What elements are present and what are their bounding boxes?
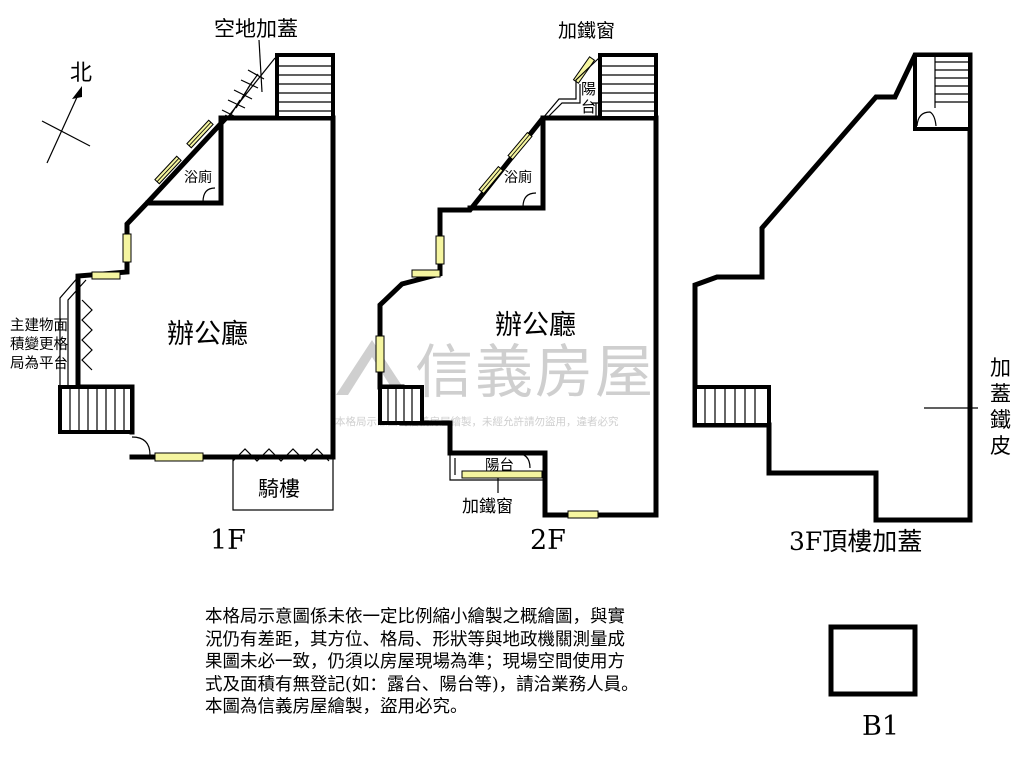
2f-windows	[375, 56, 599, 519]
floor-3f: 加 蓋 鐵 皮 3F頂樓加蓋	[692, 52, 1011, 556]
disclaimer-line: 況仍有差距，其方位、格局、形狀等與地政機關測量成	[205, 629, 625, 650]
2f-caption: 2F	[530, 525, 566, 556]
1f-side-annotation-line-1: 主建物面	[10, 317, 68, 334]
3f-annotation-char-1: 加	[990, 356, 1011, 380]
floor-1f: 辦公廳 浴廁 騎樓 空地加蓋 主建物面 積變更格 局為平台 1F	[10, 17, 336, 556]
2f-top-balcony	[542, 56, 601, 119]
2f-office-label: 辦公廳	[495, 310, 576, 341]
floor-b1: B1	[828, 624, 918, 742]
watermark-logo-icon	[336, 340, 408, 395]
2f-bottom-annotation: 加鐵窗	[462, 497, 513, 517]
1f-arcade-label: 騎樓	[258, 477, 300, 501]
1f-office-label: 辦公廳	[167, 319, 248, 350]
north-compass: 北	[41, 61, 92, 164]
1f-platform-railing	[59, 274, 93, 387]
1f-side-annotation-line-3: 局為平台	[10, 355, 68, 372]
b1-caption: B1	[862, 711, 899, 742]
1f-caption: 1F	[210, 525, 246, 556]
1f-side-annotation: 主建物面 積變更格 局為平台	[10, 317, 68, 372]
3f-annotation-char-2: 蓋	[990, 382, 1011, 406]
disclaimer-line: 本圖為信義房屋繪製，盜用必究。	[205, 697, 468, 717]
disclaimer-line: 果圖未必一致，仍須以房屋現場為準；現場空間使用方	[205, 652, 625, 672]
1f-door-arc	[131, 436, 151, 456]
2f-stairs	[378, 53, 658, 425]
north-arrow-icon	[72, 86, 82, 99]
2f-balcony-top-char-2: 台	[581, 98, 596, 116]
disclaimer-line: 本格局示意圖係未依一定比例縮小繪製之概繪圖，與實	[205, 607, 625, 627]
disclaimer-line: 式及面積有無登記(如：露台、陽台等)，請洽業務人員。	[205, 674, 639, 695]
compass-label: 北	[70, 61, 92, 86]
2f-bathroom-label: 浴廁	[504, 169, 532, 186]
floor-2f: 陽 台 辦公廳 浴廁 加鐵窗 陽台 加鐵窗 2F	[375, 20, 659, 556]
3f-annotation-char-3: 鐵	[990, 408, 1011, 432]
1f-top-annotation: 空地加蓋	[214, 17, 298, 41]
watermark-brand: 信義房屋	[415, 338, 655, 406]
1f-side-annotation-line-2: 積變更格	[10, 336, 68, 353]
disclaimer-note: 本格局示意圖係未依一定比例縮小繪製之概繪圖，與實 況仍有差距，其方位、格局、形狀…	[205, 606, 735, 719]
1f-hatching	[221, 69, 265, 119]
3f-stairs	[913, 53, 972, 131]
1f-bathroom-wall	[145, 115, 224, 206]
2f-bath-door	[522, 192, 537, 208]
2f-balcony-top-char-1: 陽	[581, 80, 596, 98]
2f-top-annotation: 加鐵窗	[558, 20, 615, 42]
3f-stairs-left	[693, 385, 771, 427]
3f-caption: 3F頂樓加蓋	[789, 527, 922, 556]
watermark-subtitle: 本格局示意圖為信義房屋繪製，未經允許請勿盜用，違者必究	[335, 415, 619, 428]
1f-diagonal-windows	[91, 119, 214, 462]
1f-bath-door	[202, 187, 216, 203]
2f-bathroom-wall	[467, 115, 546, 211]
3f-annotation-char-4: 皮	[990, 434, 1011, 458]
1f-stairs-left	[58, 385, 134, 434]
b1-outline	[828, 624, 918, 697]
2f-balcony-bottom-label: 陽台	[485, 457, 514, 474]
1f-stairs-top	[275, 53, 335, 120]
2f-bottom-balcony	[449, 453, 545, 481]
1f-bathroom-label: 浴廁	[184, 169, 212, 186]
